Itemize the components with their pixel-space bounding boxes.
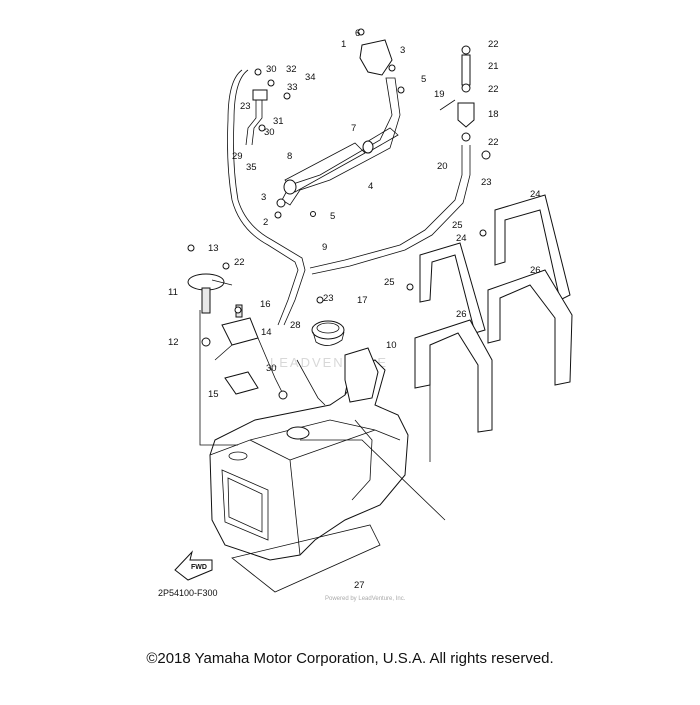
valve-assembly bbox=[357, 28, 405, 94]
label-19: 19 bbox=[434, 89, 445, 100]
label-3a: 3 bbox=[400, 45, 405, 56]
label-23a: 23 bbox=[240, 101, 251, 112]
label-13: 13 bbox=[208, 243, 219, 254]
copyright-text: ©2018 Yamaha Motor Corporation, U.S.A. A… bbox=[146, 650, 554, 667]
label-22a: 22 bbox=[488, 39, 499, 50]
hose-4 bbox=[281, 77, 401, 206]
reference-lines bbox=[199, 310, 446, 521]
clip-5 bbox=[310, 211, 316, 217]
powered-by-text: Powered by LeadVenture, Inc. bbox=[325, 596, 406, 602]
clamp-2 bbox=[276, 198, 286, 208]
label-11: 11 bbox=[168, 287, 178, 298]
label-2: 2 bbox=[263, 217, 268, 228]
clamp-22 bbox=[222, 262, 230, 270]
label-15: 15 bbox=[208, 389, 219, 400]
bolt-25-lower bbox=[406, 283, 414, 291]
label-21: 21 bbox=[488, 61, 499, 72]
label-23c: 23 bbox=[323, 293, 334, 304]
o-ring-12 bbox=[201, 337, 211, 347]
part-labels: 1 2 3 3 4 5 5 6 7 8 9 10 11 12 13 14 15 … bbox=[168, 28, 541, 591]
fuel-sender bbox=[214, 317, 288, 400]
label-30c: 30 bbox=[266, 363, 277, 374]
label-22b: 22 bbox=[488, 84, 499, 95]
hose-8-end bbox=[283, 179, 297, 195]
label-26b: 26 bbox=[456, 309, 467, 320]
label-24a: 24 bbox=[530, 189, 541, 200]
label-7: 7 bbox=[351, 123, 356, 134]
label-30b: 30 bbox=[264, 127, 275, 138]
label-10: 10 bbox=[386, 340, 397, 351]
label-22c: 22 bbox=[488, 137, 499, 148]
screw-16 bbox=[234, 306, 242, 314]
fuel-filter bbox=[309, 45, 491, 275]
label-35: 35 bbox=[246, 162, 257, 173]
label-23b: 23 bbox=[481, 177, 492, 188]
label-30a: 30 bbox=[266, 64, 277, 75]
label-31: 31 bbox=[273, 116, 284, 127]
label-4: 4 bbox=[368, 181, 373, 192]
label-1: 1 bbox=[341, 39, 346, 50]
label-26a: 26 bbox=[530, 265, 541, 276]
bolt-25-upper bbox=[479, 229, 487, 237]
diagram-code: 2P54100-F300 bbox=[158, 588, 218, 598]
clip-3 bbox=[274, 211, 282, 219]
filler-neck bbox=[344, 347, 379, 403]
fwd-arrow-icon: FWD bbox=[174, 550, 213, 581]
label-32: 32 bbox=[286, 64, 297, 75]
label-16: 16 bbox=[260, 299, 271, 310]
label-12: 12 bbox=[168, 337, 179, 348]
tank-straps bbox=[414, 194, 573, 433]
label-8: 8 bbox=[287, 151, 292, 162]
label-25a: 25 bbox=[452, 220, 463, 231]
label-5b: 5 bbox=[330, 211, 335, 222]
label-14: 14 bbox=[261, 327, 272, 338]
hose-9 bbox=[227, 69, 299, 326]
label-9: 9 bbox=[322, 242, 327, 253]
hose-7-end bbox=[362, 140, 374, 154]
joint-parts bbox=[245, 68, 291, 146]
fuel-cap bbox=[311, 320, 345, 346]
label-33: 33 bbox=[287, 82, 298, 93]
label-5a: 5 bbox=[421, 74, 426, 85]
fwd-label: FWD bbox=[191, 564, 207, 571]
clamp-23 bbox=[316, 296, 324, 304]
label-25b: 25 bbox=[384, 277, 395, 288]
label-29: 29 bbox=[232, 151, 243, 162]
hose-9-outer bbox=[233, 69, 306, 326]
label-28: 28 bbox=[290, 320, 301, 331]
fuel-pump-unit bbox=[187, 273, 233, 314]
label-3b: 3 bbox=[261, 192, 266, 203]
label-18: 18 bbox=[488, 109, 499, 120]
label-27: 27 bbox=[354, 580, 365, 591]
label-6: 6 bbox=[355, 28, 360, 39]
label-22d: 22 bbox=[234, 257, 245, 268]
label-34: 34 bbox=[305, 72, 316, 83]
tank-sheet bbox=[231, 524, 381, 593]
screw-13 bbox=[187, 244, 195, 252]
label-20: 20 bbox=[437, 161, 448, 172]
label-17: 17 bbox=[357, 295, 368, 306]
label-24b: 24 bbox=[456, 233, 467, 244]
